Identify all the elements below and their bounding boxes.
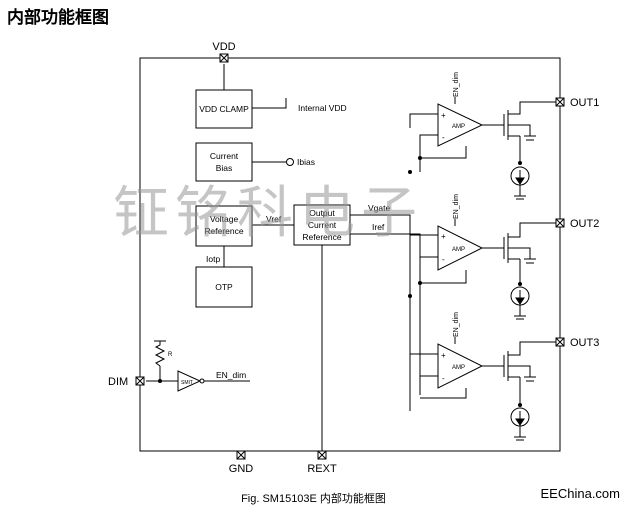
pin-vdd-box xyxy=(219,53,229,63)
amp-2-label: AMP xyxy=(452,247,465,253)
pin-dim-box xyxy=(135,376,145,386)
pin-out3-label: OUT3 xyxy=(570,337,599,349)
output-current-reference-line1: Output xyxy=(309,208,335,218)
vdd-clamp-label: VDD CLAMP xyxy=(199,104,249,114)
watermark: 钲铭科电子 xyxy=(113,181,423,246)
amp-1-enable: EN_dim xyxy=(453,72,460,97)
schmitt-buffer xyxy=(177,370,202,392)
amp-2 xyxy=(437,225,484,271)
output-current-reference-line2: Current xyxy=(308,220,337,230)
voltage-reference-label-line1: Voltage xyxy=(210,214,239,224)
schmitt-label: SMIT xyxy=(181,380,193,386)
amp-1-label: AMP xyxy=(452,124,465,130)
pin-out1-label: OUT1 xyxy=(570,97,599,109)
resistor-label: R xyxy=(168,352,173,358)
pin-gnd-label: GND xyxy=(229,463,254,475)
brand-label: EEChina.com xyxy=(540,486,620,501)
pin-gnd-box xyxy=(236,450,246,460)
amp-3-minus: - xyxy=(442,374,445,383)
ibias-node xyxy=(286,158,294,166)
pin-out2-label: OUT2 xyxy=(570,218,599,230)
amp-2-enable: EN_dim xyxy=(453,194,460,219)
iotp-label: Iotp xyxy=(206,254,220,264)
amp-3 xyxy=(437,343,484,389)
figure-caption: Fig. SM15103E 内部功能框图 xyxy=(241,493,386,505)
pin-out1-box xyxy=(555,97,565,107)
chip-outline xyxy=(139,57,561,452)
current-bias-label-line1: Current xyxy=(210,151,239,161)
pin-dim-label: DIM xyxy=(108,376,128,388)
en-dim-label: EN_dim xyxy=(216,370,246,380)
amp-3-plus: + xyxy=(441,351,446,360)
ground-symbol xyxy=(514,139,534,441)
vgate-label: Vgate xyxy=(368,203,390,213)
iref-label: Iref xyxy=(372,222,385,232)
pin-rext-box xyxy=(317,450,327,460)
page-title: 内部功能框图 xyxy=(7,8,109,27)
vref-label: Vref xyxy=(266,214,282,224)
otp-label: OTP xyxy=(215,282,233,292)
amp-3-enable: EN_dim xyxy=(453,312,460,337)
output-current-reference-line3: Reference xyxy=(302,232,341,242)
amp-2-minus: - xyxy=(442,255,445,264)
amp-1 xyxy=(437,103,484,147)
amp-1-minus: - xyxy=(442,133,445,142)
voltage-reference-label-line2: Reference xyxy=(204,226,243,236)
pin-rext-label: REXT xyxy=(307,463,337,475)
pin-out3-box xyxy=(555,337,565,347)
amp-1-plus: + xyxy=(441,111,446,120)
amp-2-plus: + xyxy=(441,232,446,241)
pullup-resistor xyxy=(154,341,166,367)
ibias-label: Ibias xyxy=(297,157,315,167)
current-bias-label-line2: Bias xyxy=(216,163,233,173)
amp-3-label: AMP xyxy=(452,365,465,371)
pin-out2-box xyxy=(555,218,565,228)
internal-vdd-label: Internal VDD xyxy=(298,103,347,113)
pin-vdd-label: VDD xyxy=(212,41,235,53)
